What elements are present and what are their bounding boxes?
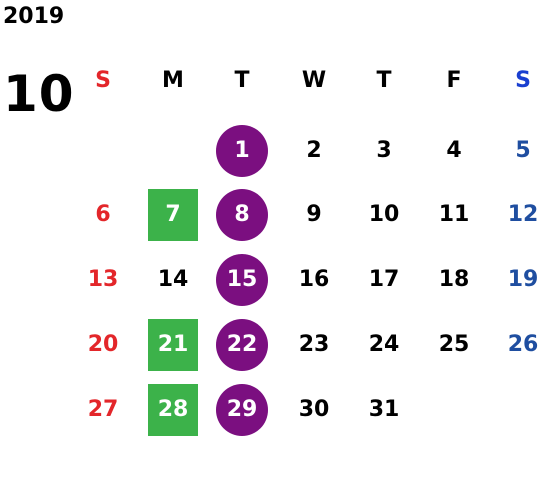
day-cell-22[interactable]: 22 bbox=[209, 319, 275, 371]
day-number: 10 bbox=[368, 202, 400, 227]
day-number: 31 bbox=[368, 397, 400, 422]
day-number: 3 bbox=[376, 138, 392, 163]
day-number: 11 bbox=[438, 202, 470, 227]
day-cell-12[interactable]: 12 bbox=[490, 189, 548, 241]
day-cell-10[interactable]: 10 bbox=[351, 189, 417, 241]
highlight-square-marker bbox=[148, 319, 198, 371]
day-cell-7[interactable]: 7 bbox=[140, 189, 206, 241]
day-cell-19[interactable]: 19 bbox=[490, 254, 548, 306]
day-cell-16[interactable]: 16 bbox=[281, 254, 347, 306]
day-number: 5 bbox=[515, 138, 531, 163]
day-number: 1 bbox=[234, 138, 250, 163]
day-number: 13 bbox=[87, 267, 119, 292]
day-cell-13[interactable]: 13 bbox=[70, 254, 136, 306]
weekday-header-3: W bbox=[301, 68, 327, 93]
year-label: 2019 bbox=[3, 4, 65, 29]
day-number: 12 bbox=[507, 202, 539, 227]
day-cell-29[interactable]: 29 bbox=[209, 384, 275, 436]
day-number: 15 bbox=[226, 267, 258, 292]
day-cell-2[interactable]: 2 bbox=[281, 125, 347, 177]
day-cell-17[interactable]: 17 bbox=[351, 254, 417, 306]
day-number: 18 bbox=[438, 267, 470, 292]
day-number: 7 bbox=[165, 202, 181, 227]
day-cell-20[interactable]: 20 bbox=[70, 319, 136, 371]
day-cell-3[interactable]: 3 bbox=[351, 125, 417, 177]
day-number: 19 bbox=[507, 267, 539, 292]
highlight-square-marker bbox=[148, 384, 198, 436]
weekday-header-6: S bbox=[515, 68, 531, 93]
day-number: 14 bbox=[157, 267, 189, 292]
day-cell-26[interactable]: 26 bbox=[490, 319, 548, 371]
day-number: 8 bbox=[234, 202, 250, 227]
day-cell-18[interactable]: 18 bbox=[421, 254, 487, 306]
day-cell-30[interactable]: 30 bbox=[281, 384, 347, 436]
holiday-circle-marker bbox=[216, 384, 268, 436]
day-cell-9[interactable]: 9 bbox=[281, 189, 347, 241]
day-number: 17 bbox=[368, 267, 400, 292]
day-number: 9 bbox=[306, 202, 322, 227]
day-number: 21 bbox=[157, 332, 189, 357]
day-cell-1[interactable]: 1 bbox=[209, 125, 275, 177]
day-number: 30 bbox=[298, 397, 330, 422]
day-cell-31[interactable]: 31 bbox=[351, 384, 417, 436]
day-number: 24 bbox=[368, 332, 400, 357]
day-cell-28[interactable]: 28 bbox=[140, 384, 206, 436]
month-label: 10 bbox=[3, 65, 75, 123]
day-cell-14[interactable]: 14 bbox=[140, 254, 206, 306]
day-cell-8[interactable]: 8 bbox=[209, 189, 275, 241]
day-cell-23[interactable]: 23 bbox=[281, 319, 347, 371]
day-number: 6 bbox=[95, 202, 111, 227]
weekday-header-0: S bbox=[95, 68, 111, 93]
day-cell-5[interactable]: 5 bbox=[490, 125, 548, 177]
day-cell-24[interactable]: 24 bbox=[351, 319, 417, 371]
day-cell-21[interactable]: 21 bbox=[140, 319, 206, 371]
day-number: 16 bbox=[298, 267, 330, 292]
weekday-header-5: F bbox=[446, 68, 462, 93]
weekday-header-4: T bbox=[376, 68, 392, 93]
day-cell-25[interactable]: 25 bbox=[421, 319, 487, 371]
day-cell-6[interactable]: 6 bbox=[70, 189, 136, 241]
day-number: 23 bbox=[298, 332, 330, 357]
day-number: 25 bbox=[438, 332, 470, 357]
day-number: 22 bbox=[226, 332, 258, 357]
day-number: 4 bbox=[446, 138, 462, 163]
day-number: 29 bbox=[226, 397, 258, 422]
weekday-header-2: T bbox=[234, 68, 250, 93]
day-number: 20 bbox=[87, 332, 119, 357]
day-cell-4[interactable]: 4 bbox=[421, 125, 487, 177]
day-number: 27 bbox=[87, 397, 119, 422]
holiday-circle-marker bbox=[216, 189, 268, 241]
holiday-circle-marker bbox=[216, 254, 268, 306]
holiday-circle-marker bbox=[216, 125, 268, 177]
day-cell-15[interactable]: 15 bbox=[209, 254, 275, 306]
day-number: 2 bbox=[306, 138, 322, 163]
holiday-circle-marker bbox=[216, 319, 268, 371]
day-number: 26 bbox=[507, 332, 539, 357]
highlight-square-marker bbox=[148, 189, 198, 241]
weekday-header-1: M bbox=[162, 68, 184, 93]
day-cell-11[interactable]: 11 bbox=[421, 189, 487, 241]
day-number: 28 bbox=[157, 397, 189, 422]
day-cell-27[interactable]: 27 bbox=[70, 384, 136, 436]
